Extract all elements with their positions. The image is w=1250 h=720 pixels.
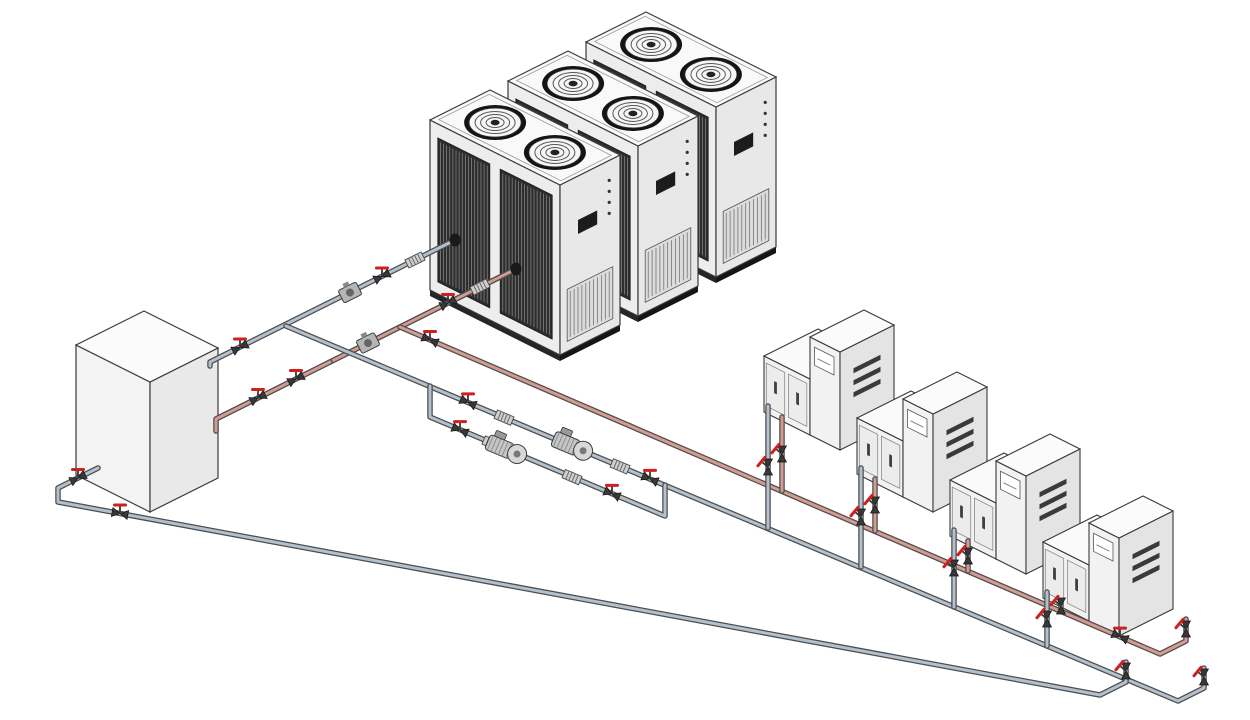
shutoff-valve (1174, 617, 1192, 638)
circulation-pump (484, 430, 528, 465)
flexible-connector (469, 278, 491, 296)
fan-icon (620, 27, 683, 63)
shutoff-valve (68, 468, 88, 487)
shutoff-valve (1049, 594, 1067, 615)
return-water-pipe (427, 383, 668, 519)
circulation-pump (550, 426, 594, 461)
shutoff-valve (756, 455, 774, 476)
shutoff-valve (438, 293, 458, 312)
shutoff-valve (863, 493, 881, 514)
pipe-port (449, 233, 461, 247)
flexible-connector (404, 251, 426, 269)
shutoff-valve (420, 330, 440, 348)
shutoff-valve (1192, 665, 1210, 686)
fan-icon (601, 95, 664, 131)
shutoff-valve (372, 266, 392, 285)
return-water-pipe (207, 237, 458, 369)
flexible-connector (493, 409, 515, 426)
shutoff-valve (110, 503, 130, 521)
shutoff-valve (956, 544, 974, 565)
check-valve (356, 331, 380, 354)
chiller-ports (449, 233, 522, 276)
shutoff-valve (248, 388, 268, 407)
shutoff-valve (1114, 659, 1132, 680)
buffer-tank (74, 310, 220, 513)
shutoff-valve (1110, 626, 1130, 645)
shutoff-valve (286, 369, 306, 388)
flexible-connector (561, 468, 583, 486)
shutoff-valve (458, 392, 478, 411)
fan-icon (542, 66, 605, 102)
pipe-port (510, 262, 522, 276)
shutoff-valve (770, 442, 788, 463)
indoor-packaged-unit (948, 433, 1082, 575)
shutoff-valve (1035, 607, 1053, 628)
flexible-connector (609, 458, 631, 475)
shutoff-valve (849, 505, 867, 526)
shutoff-valve (450, 420, 470, 439)
fan-icon (679, 56, 742, 92)
shutoff-valve (640, 468, 660, 487)
fittings (68, 251, 1210, 686)
indoor-unit-row (762, 309, 1175, 637)
shutoff-valve (942, 556, 960, 577)
shutoff-valve (602, 483, 622, 502)
fan-icon (464, 105, 527, 141)
shutoff-valve (230, 337, 250, 356)
check-valve (338, 281, 362, 304)
fan-icon (523, 134, 586, 170)
